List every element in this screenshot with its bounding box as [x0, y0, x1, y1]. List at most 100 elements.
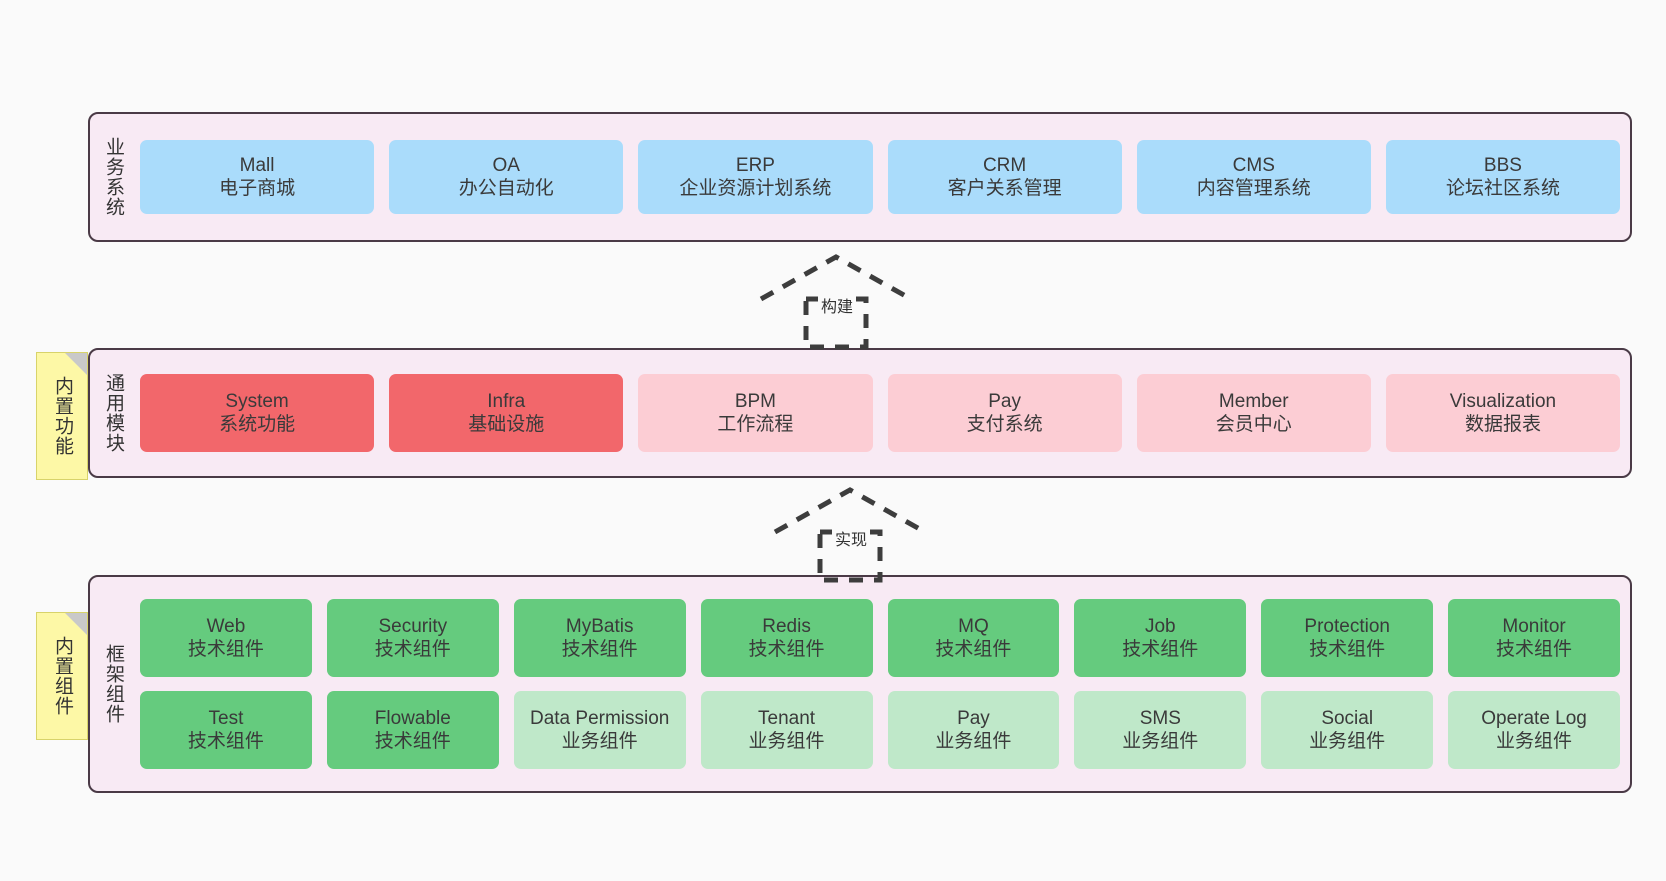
layer-business-system: 业务系统 Mall 电子商城 OA 办公自动化 ERP 企业资源计划系统 CRM…: [88, 112, 1632, 242]
card-row: System 系统功能 Infra 基础设施 BPM 工作流程 Pay 支付系统…: [140, 374, 1621, 452]
card-social[interactable]: Social 业务组件: [1261, 691, 1434, 769]
card-title: BBS: [1483, 154, 1522, 176]
layer-title-framework-component: 框架组件: [103, 644, 125, 724]
card-title: MQ: [958, 615, 989, 637]
card-title: Pay: [988, 390, 1021, 412]
card-erp[interactable]: ERP 企业资源计划系统: [638, 140, 873, 214]
card-subtitle: 技术组件: [561, 639, 638, 660]
card-pay[interactable]: Pay 支付系统: [887, 374, 1122, 452]
layer-body-common-module: System 系统功能 Infra 基础设施 BPM 工作流程 Pay 支付系统…: [136, 350, 1630, 476]
connector-implement: 实现: [770, 485, 930, 585]
card-subtitle: 支付系统: [966, 414, 1043, 435]
card-mybatis[interactable]: MyBatis 技术组件: [513, 599, 686, 677]
card-subtitle: 业务组件: [935, 731, 1012, 752]
card-subtitle: 数据报表: [1464, 414, 1541, 435]
note-label: 内置功能: [52, 376, 74, 456]
card-title: Mall: [239, 154, 275, 176]
card-data-permission[interactable]: Data Permission 业务组件: [513, 691, 686, 769]
card-pay-business[interactable]: Pay 业务组件: [887, 691, 1060, 769]
layer-framework-component: 框架组件 Web 技术组件 Security 技术组件 MyBatis 技术组件…: [88, 575, 1632, 793]
card-bbs[interactable]: BBS 论坛社区系统: [1385, 140, 1621, 214]
card-title: Web: [206, 615, 246, 637]
card-subtitle: 技术组件: [374, 639, 451, 660]
card-subtitle: 业务组件: [1122, 731, 1199, 752]
card-crm[interactable]: CRM 客户关系管理: [887, 140, 1122, 214]
card-monitor[interactable]: Monitor 技术组件: [1448, 599, 1620, 677]
card-subtitle: 企业资源计划系统: [679, 178, 832, 199]
card-title: Flowable: [374, 707, 451, 729]
card-subtitle: 技术组件: [1309, 639, 1386, 660]
card-member[interactable]: Member 会员中心: [1136, 374, 1371, 452]
card-title: Job: [1144, 615, 1176, 637]
card-title: Security: [378, 615, 448, 637]
card-title: System: [225, 390, 289, 412]
card-title: CRM: [982, 154, 1027, 176]
card-subtitle: 技术组件: [374, 731, 451, 752]
note-label: 内置组件: [52, 636, 74, 716]
card-security[interactable]: Security 技术组件: [326, 599, 499, 677]
card-title: Infra: [487, 390, 526, 412]
card-operate-log[interactable]: Operate Log 业务组件: [1448, 691, 1620, 769]
card-title: SMS: [1139, 707, 1181, 729]
card-subtitle: 基础设施: [468, 414, 545, 435]
connector-label-implement: 实现: [832, 526, 871, 550]
card-mall[interactable]: Mall 电子商城: [140, 140, 375, 214]
card-subtitle: 技术组件: [748, 639, 825, 660]
card-title: Social: [1321, 707, 1374, 729]
card-title: Operate Log: [1481, 707, 1587, 729]
card-visualization[interactable]: Visualization 数据报表: [1385, 374, 1621, 452]
card-row: Web 技术组件 Security 技术组件 MyBatis 技术组件 Redi…: [140, 599, 1620, 677]
layer-common-module: 通用模块 System 系统功能 Infra 基础设施 BPM 工作流程 Pay…: [88, 348, 1632, 478]
card-protection[interactable]: Protection 技术组件: [1261, 599, 1434, 677]
card-cms[interactable]: CMS 内容管理系统: [1136, 140, 1371, 214]
card-title: ERP: [735, 154, 775, 176]
card-sms[interactable]: SMS 业务组件: [1074, 691, 1247, 769]
card-title: Data Permission: [529, 707, 670, 729]
dashed-generalization-arrow-icon: [759, 254, 913, 350]
card-row: Test 技术组件 Flowable 技术组件 Data Permission …: [140, 691, 1620, 769]
card-subtitle: 业务组件: [748, 731, 825, 752]
card-infra[interactable]: Infra 基础设施: [389, 374, 624, 452]
card-subtitle: 系统功能: [219, 414, 296, 435]
card-job[interactable]: Job 技术组件: [1074, 599, 1247, 677]
card-title: BPM: [734, 390, 777, 412]
card-subtitle: 论坛社区系统: [1445, 178, 1560, 199]
card-subtitle: 办公自动化: [458, 178, 554, 199]
card-system[interactable]: System 系统功能: [140, 374, 375, 452]
card-subtitle: 电子商城: [219, 178, 296, 199]
card-title: Monitor: [1502, 615, 1566, 637]
card-title: CMS: [1232, 154, 1275, 176]
card-oa[interactable]: OA 办公自动化: [389, 140, 624, 214]
card-subtitle: 业务组件: [1309, 731, 1386, 752]
dashed-generalization-arrow-icon: [773, 487, 927, 583]
card-title: Redis: [762, 615, 811, 637]
note-builtin-component: 内置组件: [36, 612, 88, 740]
card-test[interactable]: Test 技术组件: [140, 691, 312, 769]
card-title: Member: [1218, 390, 1289, 412]
card-subtitle: 技术组件: [187, 639, 264, 660]
layer-title-business-system: 业务系统: [103, 137, 125, 217]
layer-title-common-module: 通用模块: [103, 373, 125, 453]
card-mq[interactable]: MQ 技术组件: [887, 599, 1060, 677]
layer-body-framework-component: Web 技术组件 Security 技术组件 MyBatis 技术组件 Redi…: [136, 577, 1630, 791]
card-subtitle: 业务组件: [561, 731, 638, 752]
card-redis[interactable]: Redis 技术组件: [700, 599, 873, 677]
card-title: Tenant: [758, 707, 816, 729]
card-subtitle: 客户关系管理: [947, 178, 1062, 199]
card-web[interactable]: Web 技术组件: [140, 599, 312, 677]
card-bpm[interactable]: BPM 工作流程: [638, 374, 873, 452]
card-subtitle: 技术组件: [935, 639, 1012, 660]
card-flowable[interactable]: Flowable 技术组件: [326, 691, 499, 769]
card-title: OA: [492, 154, 520, 176]
card-subtitle: 内容管理系统: [1196, 178, 1311, 199]
connector-label-build: 构建: [818, 293, 857, 317]
card-subtitle: 技术组件: [187, 731, 264, 752]
card-title: Pay: [957, 707, 990, 729]
connector-build: 构建: [756, 252, 916, 352]
card-subtitle: 工作流程: [717, 414, 794, 435]
card-subtitle: 技术组件: [1496, 639, 1573, 660]
card-subtitle: 会员中心: [1215, 414, 1292, 435]
card-tenant[interactable]: Tenant 业务组件: [700, 691, 873, 769]
card-row: Mall 电子商城 OA 办公自动化 ERP 企业资源计划系统 CRM 客户关系…: [140, 140, 1621, 214]
